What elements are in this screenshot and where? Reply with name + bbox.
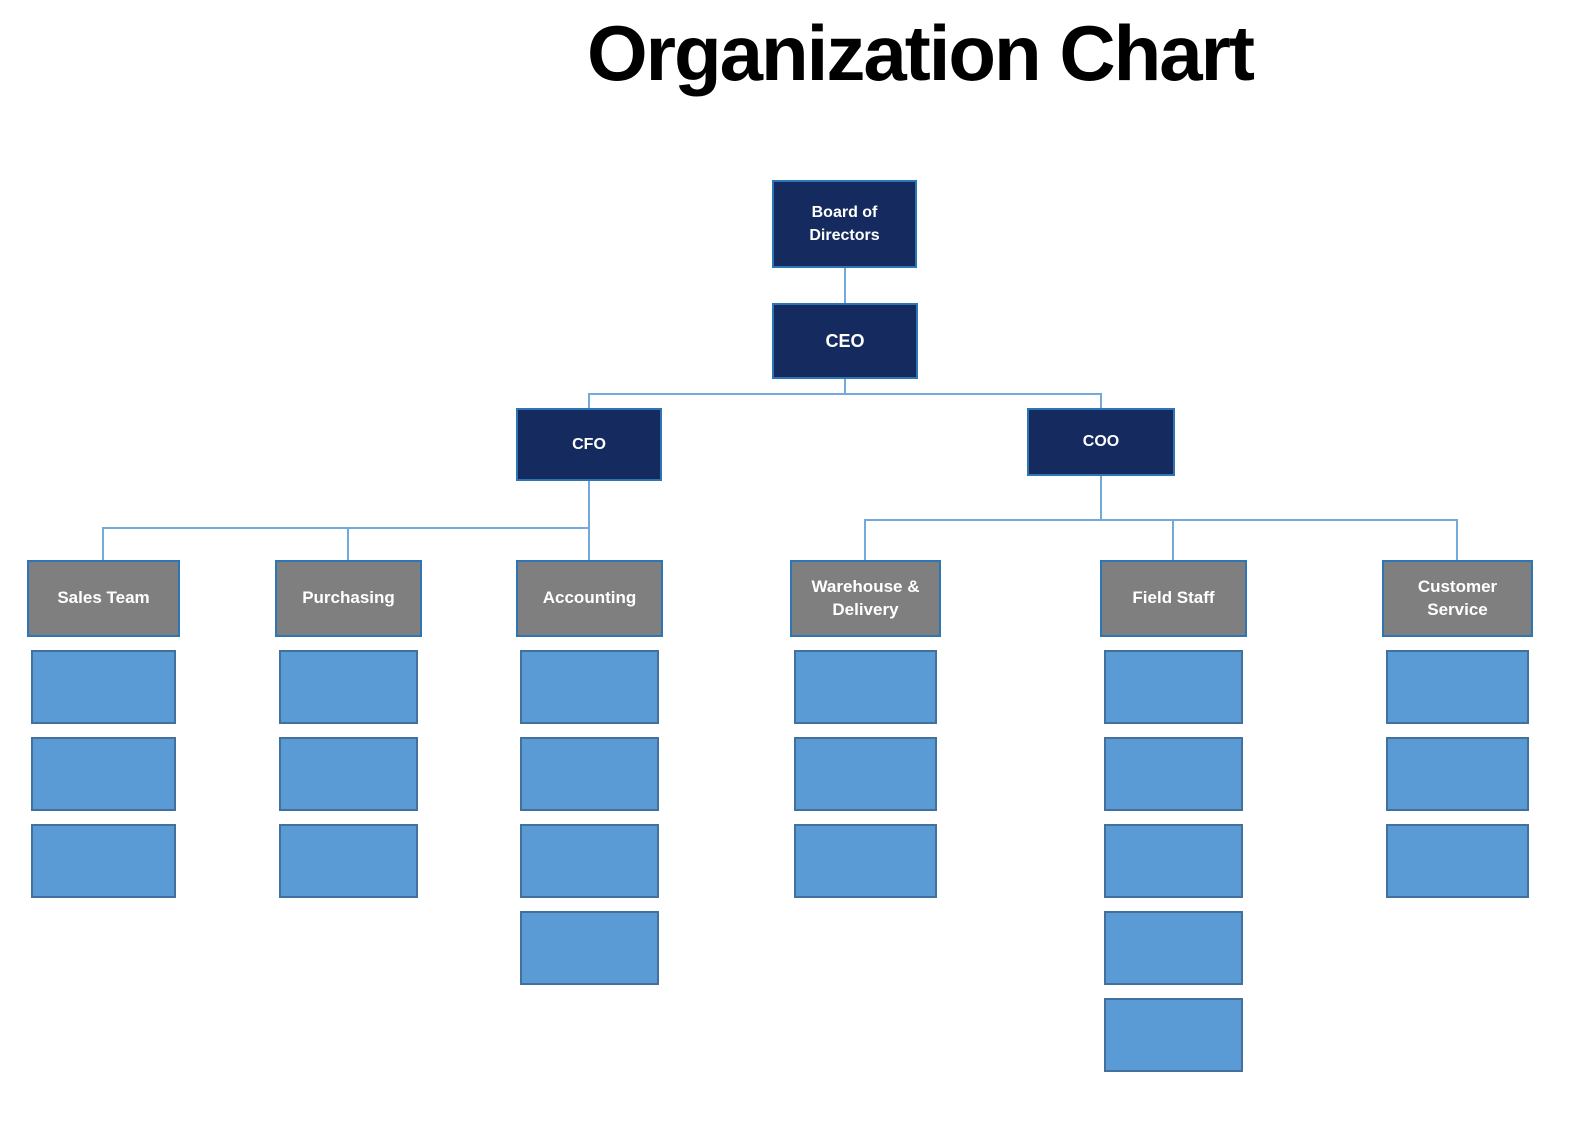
department-label: Accounting — [542, 588, 637, 608]
department-header: Field Staff — [1100, 560, 1247, 637]
empty-position-box — [1386, 737, 1529, 811]
empty-position-box — [31, 737, 176, 811]
empty-position-box — [794, 737, 937, 811]
empty-position-box — [1104, 911, 1243, 985]
node-cfo: CFO — [516, 408, 662, 481]
empty-slot-list — [27, 650, 180, 898]
department-label: Field Staff — [1132, 588, 1215, 608]
department-label: Sales Team — [57, 588, 150, 608]
connector-board-ceo — [844, 268, 846, 303]
department-column-customer-service: Customer Service — [1382, 560, 1533, 898]
connector-drop-customer-service — [1456, 519, 1458, 560]
connector-coo-down — [1100, 476, 1102, 519]
department-header: Customer Service — [1382, 560, 1533, 637]
connector-cfo-bus — [102, 527, 590, 529]
empty-position-box — [279, 650, 418, 724]
node-label: CFO — [572, 435, 606, 453]
empty-position-box — [279, 824, 418, 898]
department-header: Purchasing — [275, 560, 422, 637]
node-label: Board of Directors — [809, 203, 880, 244]
connector-drop-purchasing — [347, 527, 349, 560]
empty-position-box — [1386, 650, 1529, 724]
empty-position-box — [1104, 998, 1243, 1072]
empty-slot-list — [1100, 650, 1247, 1072]
connector-drop-sales-team — [102, 527, 104, 560]
empty-slot-list — [790, 650, 941, 898]
node-ceo: CEO — [772, 303, 918, 379]
department-header: Accounting — [516, 560, 663, 637]
empty-position-box — [520, 650, 659, 724]
empty-position-box — [1386, 824, 1529, 898]
department-label: Purchasing — [302, 588, 395, 608]
connector-cfo-down — [588, 481, 590, 560]
connector-coo-bus — [864, 519, 1458, 521]
node-label: CEO — [825, 330, 865, 351]
empty-position-box — [1104, 650, 1243, 724]
node-coo: COO — [1027, 408, 1175, 476]
connector-ceo-down — [844, 379, 846, 394]
empty-position-box — [31, 650, 176, 724]
connector-drop-field-staff — [1172, 519, 1174, 560]
chart-title: Organization Chart — [586, 9, 1255, 97]
empty-position-box — [520, 737, 659, 811]
empty-slot-list — [1382, 650, 1533, 898]
empty-position-box — [794, 650, 937, 724]
department-header: Warehouse & Delivery — [790, 560, 941, 637]
department-label: Warehouse & Delivery — [811, 576, 920, 619]
department-header: Sales Team — [27, 560, 180, 637]
empty-position-box — [520, 911, 659, 985]
empty-position-box — [1104, 824, 1243, 898]
department-column-purchasing: Purchasing — [275, 560, 422, 898]
connector-bus-cfo — [588, 393, 590, 408]
node-label: COO — [1082, 433, 1120, 451]
department-column-sales-team: Sales Team — [27, 560, 180, 898]
department-column-warehouse-delivery: Warehouse & Delivery — [790, 560, 941, 898]
node-board-of-directors: Board of Directors — [772, 180, 917, 268]
empty-position-box — [794, 824, 937, 898]
connector-ceo-bus — [588, 393, 1102, 395]
empty-position-box — [520, 824, 659, 898]
empty-slot-list — [516, 650, 663, 985]
empty-position-box — [1104, 737, 1243, 811]
department-label: Customer Service — [1417, 576, 1498, 619]
connector-drop-warehouse-delivery — [864, 519, 866, 560]
department-column-accounting: Accounting — [516, 560, 663, 985]
empty-slot-list — [275, 650, 422, 898]
connector-bus-coo — [1100, 393, 1102, 408]
empty-position-box — [31, 824, 176, 898]
department-column-field-staff: Field Staff — [1100, 560, 1247, 1072]
empty-position-box — [279, 737, 418, 811]
